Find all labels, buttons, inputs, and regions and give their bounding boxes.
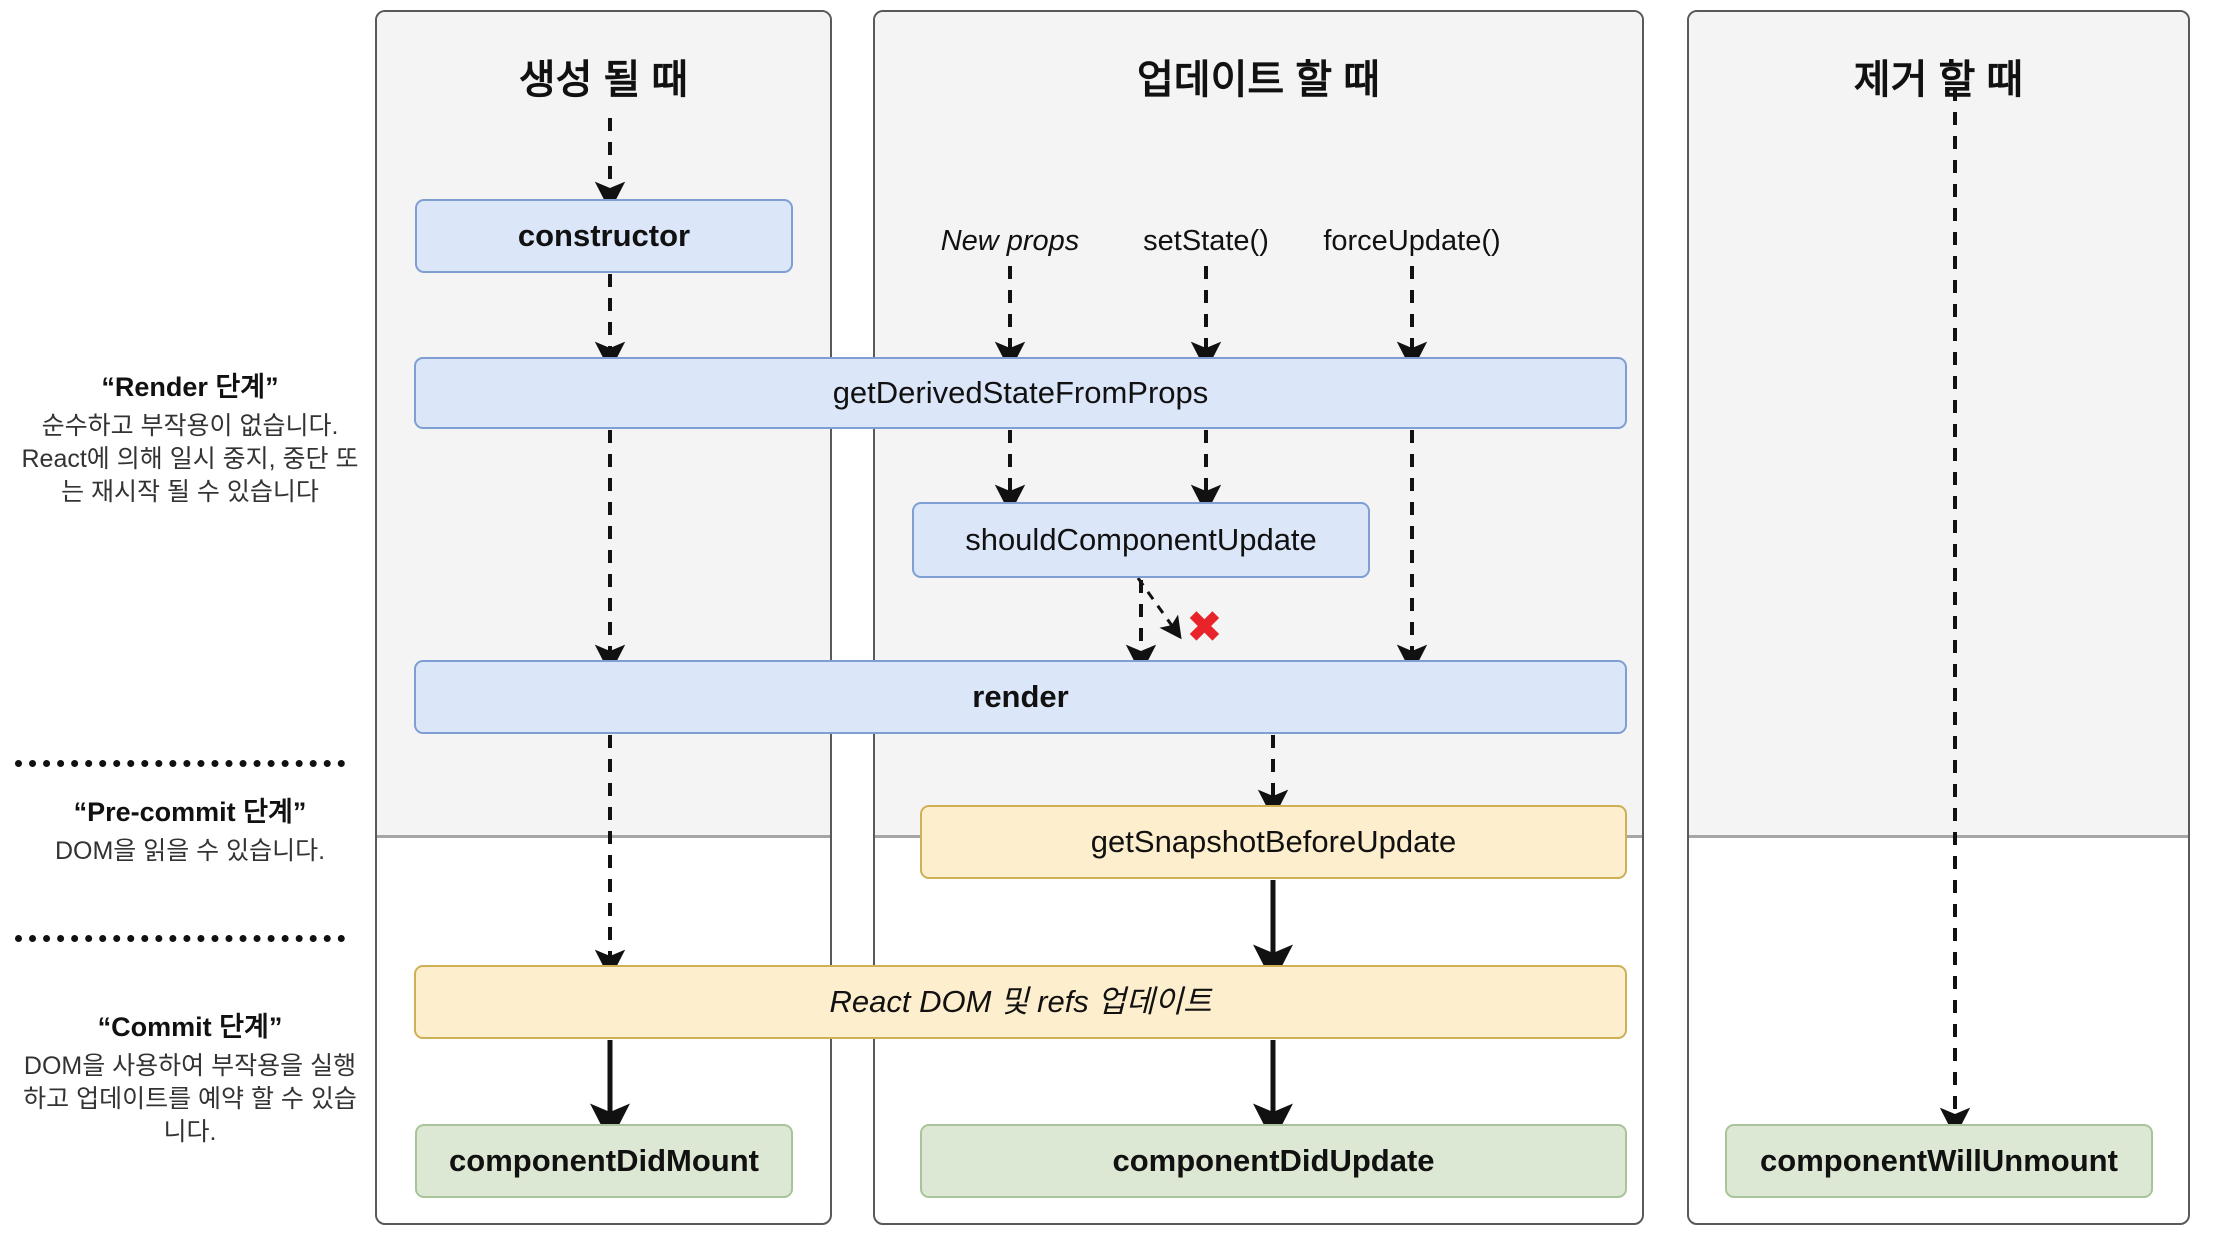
phase-label-pre-commit-body: DOM을 읽을 수 있습니다.	[54, 837, 326, 865]
phase-label-render-body: 순수하고 부작용이 없습니다. React에 의해 일시 중지, 중단 또는 재…	[21, 412, 359, 506]
node-component-did-mount[interactable]: componentDidMount	[415, 1124, 793, 1198]
node-should-component-update[interactable]: shouldComponentUpdate	[912, 502, 1370, 578]
column-mounting: 생성 될 때	[375, 10, 832, 1225]
trigger-set-state: setState()	[1143, 225, 1269, 257]
node-react-dom-refs-update[interactable]: React DOM 및 refs 업데이트	[414, 965, 1627, 1039]
column-unmounting: 제거 할 때	[1687, 10, 2190, 1225]
column-updating-title: 업데이트 할 때	[1136, 58, 1381, 102]
node-constructor[interactable]: constructor	[415, 199, 793, 273]
node-component-did-update[interactable]: componentDidUpdate	[920, 1124, 1627, 1198]
phase-label-pre-commit-title: “Pre-commit 단계”	[73, 797, 307, 827]
node-get-derived-state-from-props[interactable]: getDerivedStateFromProps	[414, 357, 1627, 429]
phase-label-render-title: “Render 단계”	[101, 372, 279, 402]
pre-commit-top-divider	[15, 760, 345, 767]
phase-label-commit-title: “Commit 단계”	[97, 1012, 283, 1042]
phase-label-commit: “Commit 단계” DOM을 사용하여 부작용을 실행하고 업데이트를 예약…	[20, 1005, 360, 1149]
unmounting-render-phase-zone	[1689, 12, 2188, 838]
trigger-force-update: forceUpdate()	[1323, 225, 1501, 257]
skip-update-cross-icon: ✖	[1186, 602, 1223, 653]
phase-label-pre-commit: “Pre-commit 단계” DOM을 읽을 수 있습니다.	[20, 790, 360, 868]
phase-label-commit-body: DOM을 사용하여 부작용을 실행하고 업데이트를 예약 할 수 있습니다.	[23, 1052, 357, 1146]
column-updating: 업데이트 할 때	[873, 10, 1644, 1225]
node-render[interactable]: render	[414, 660, 1627, 734]
column-unmounting-title: 제거 할 때	[1853, 58, 2024, 102]
node-component-will-unmount[interactable]: componentWillUnmount	[1725, 1124, 2153, 1198]
phase-label-render: “Render 단계” 순수하고 부작용이 없습니다. React에 의해 일시…	[20, 365, 360, 509]
column-mounting-title: 생성 될 때	[518, 58, 689, 102]
pre-commit-bottom-divider	[15, 935, 345, 942]
trigger-new-props: New props	[940, 225, 1080, 257]
node-get-snapshot-before-update[interactable]: getSnapshotBeforeUpdate	[920, 805, 1627, 879]
